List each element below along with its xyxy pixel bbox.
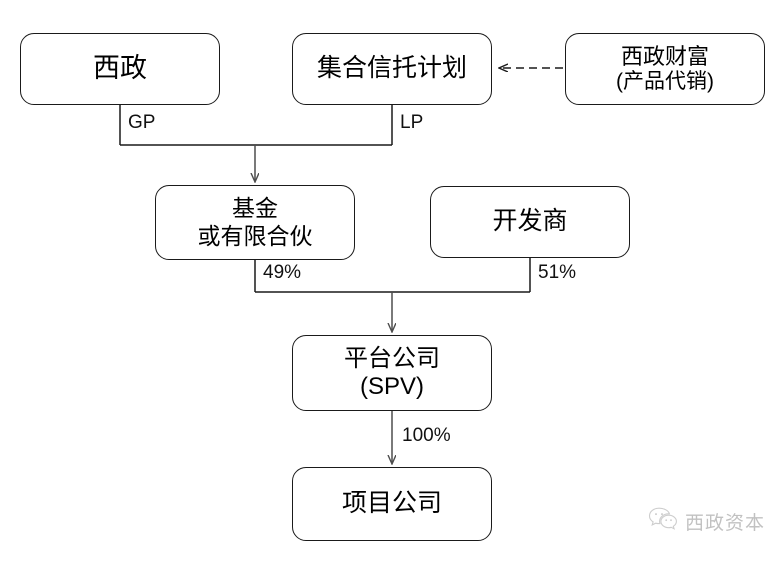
node-xizheng-wealth-sublabel: (产品代销) [616,69,714,93]
edge-label-fund-share: 49% [263,262,302,283]
node-fund-label: 基金 [232,195,278,222]
node-platform-spv[interactable]: 平台公司 (SPV) [292,335,492,411]
node-developer-label: 开发商 [492,207,568,236]
node-trust-plan-label: 集合信托计划 [316,54,467,83]
node-xizheng[interactable]: 西政 [20,33,220,105]
node-trust-plan[interactable]: 集合信托计划 [292,33,492,105]
wechat-icon [648,506,678,536]
edge-label-lp: LP [400,112,424,133]
edge-label-gp: GP [128,112,156,133]
node-xizheng-wealth-label: 西政财富 [620,43,709,69]
watermark: 西政资本 [648,506,765,536]
edge-label-developer-share: 51% [538,262,577,283]
node-xizheng-label: 西政 [93,53,147,84]
node-developer[interactable]: 开发商 [430,186,630,258]
node-project-company[interactable]: 项目公司 [292,467,492,541]
node-platform-spv-label: 平台公司 [344,344,440,372]
node-project-company-label: 项目公司 [341,489,442,518]
node-xizheng-wealth[interactable]: 西政财富 (产品代销) [565,33,765,105]
node-fund-sublabel: 或有限合伙 [197,222,313,249]
node-fund[interactable]: 基金 或有限合伙 [155,185,355,260]
edge-label-spv-share: 100% [402,425,451,446]
node-platform-spv-sublabel: (SPV) [359,373,424,400]
watermark-text: 西政资本 [685,512,766,534]
